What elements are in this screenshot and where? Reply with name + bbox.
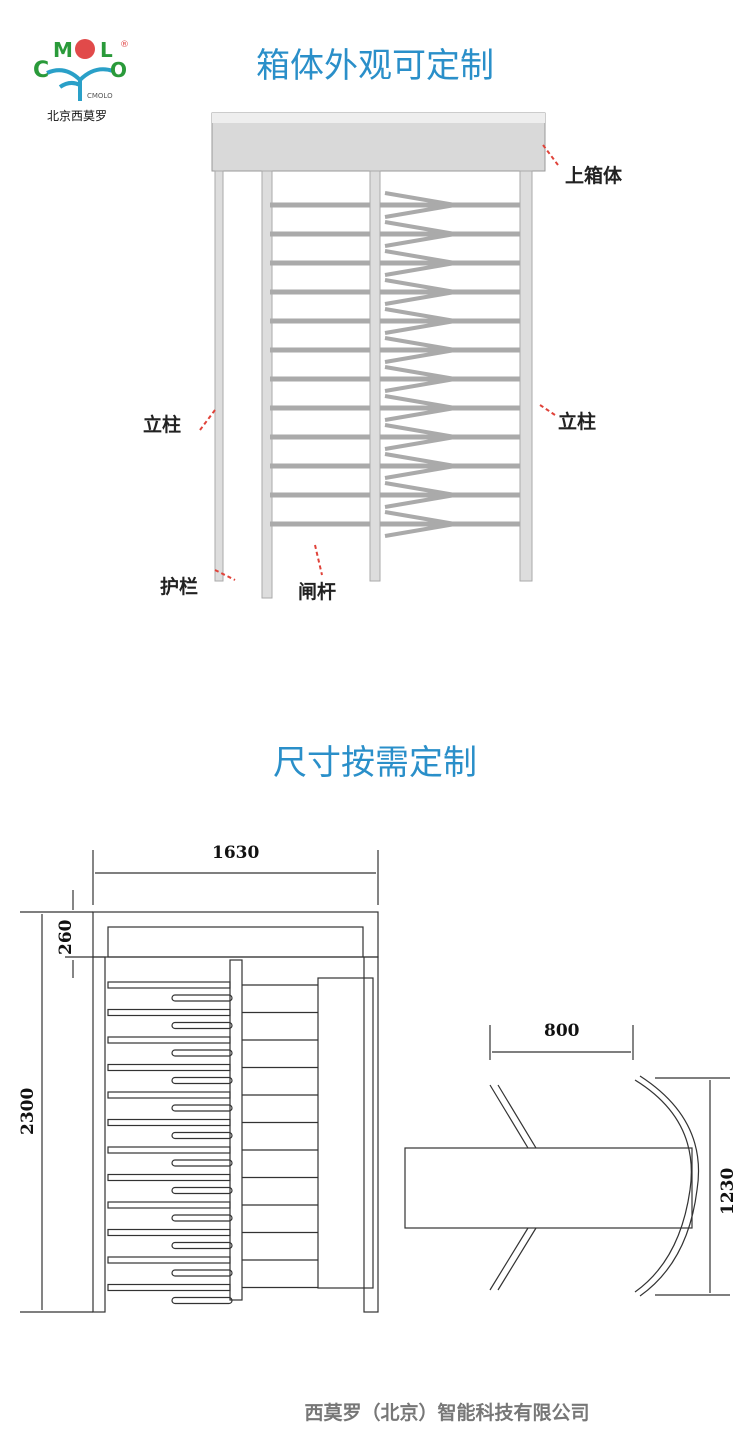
post [519, 170, 533, 582]
arm [171, 1049, 233, 1057]
label-post-left: 立柱 [143, 414, 182, 436]
arm [384, 481, 456, 509]
bar [107, 1008, 231, 1017]
bar [107, 1118, 231, 1127]
dim-width: 1630 [212, 843, 260, 863]
bar [107, 1091, 231, 1099]
dim-total-height: 2300 [18, 1087, 38, 1135]
bar [107, 1173, 231, 1182]
logo-tree-icon: C M L O ® CMOLO [33, 38, 129, 101]
svg-text:L: L [100, 38, 113, 62]
dim-passage-width: 800 [544, 1021, 580, 1041]
arm [384, 452, 456, 480]
bar [107, 1228, 231, 1237]
arm [171, 1296, 233, 1305]
arm [384, 394, 456, 422]
bar [107, 1256, 231, 1264]
footer-company: 西莫罗（北京）智能科技有限公司 [304, 1402, 590, 1424]
post [369, 170, 381, 582]
arm [384, 423, 456, 451]
arm [384, 191, 456, 219]
arm [384, 336, 456, 364]
arm [384, 307, 456, 335]
arm [171, 994, 233, 1002]
bar [107, 1283, 231, 1292]
arm [171, 1186, 233, 1195]
label-top-box: 上箱体 [565, 165, 623, 187]
bar [107, 1036, 231, 1044]
dim-box-height: 260 [56, 919, 76, 956]
svg-text:C: C [33, 58, 49, 83]
section-title-dimensions: 尺寸按需定制 [273, 743, 477, 783]
arm [171, 1076, 233, 1085]
arm [171, 1104, 233, 1112]
label-gate-bar: 闸杆 [298, 581, 337, 603]
bar [107, 1146, 231, 1154]
arm [384, 510, 456, 538]
dim-depth: 1230 [718, 1167, 738, 1215]
post [214, 170, 224, 582]
svg-text:M: M [53, 38, 73, 62]
arm [171, 1269, 233, 1277]
post [261, 170, 273, 599]
arm [384, 220, 456, 248]
bar [107, 1201, 231, 1209]
arm [171, 1214, 233, 1222]
arm [171, 1241, 233, 1250]
logo: C M L O ® CMOLO 北京西莫罗 [25, 35, 135, 125]
arm [171, 1021, 233, 1030]
arm [384, 278, 456, 306]
arm [384, 365, 456, 393]
label-post-right: 立柱 [558, 411, 597, 433]
turnstile-photo [199, 112, 559, 599]
svg-text:O: O [110, 58, 127, 82]
arm [171, 1131, 233, 1140]
arm [384, 249, 456, 277]
bar [107, 1063, 231, 1072]
label-guardrail: 护栏 [160, 576, 199, 598]
logo-company-name: 北京西莫罗 [47, 109, 108, 123]
svg-text:®: ® [120, 40, 129, 50]
section-title-appearance: 箱体外观可定制 [256, 46, 494, 86]
arm [171, 1159, 233, 1167]
svg-text:CMOLO: CMOLO [87, 92, 113, 100]
bar [107, 981, 231, 989]
